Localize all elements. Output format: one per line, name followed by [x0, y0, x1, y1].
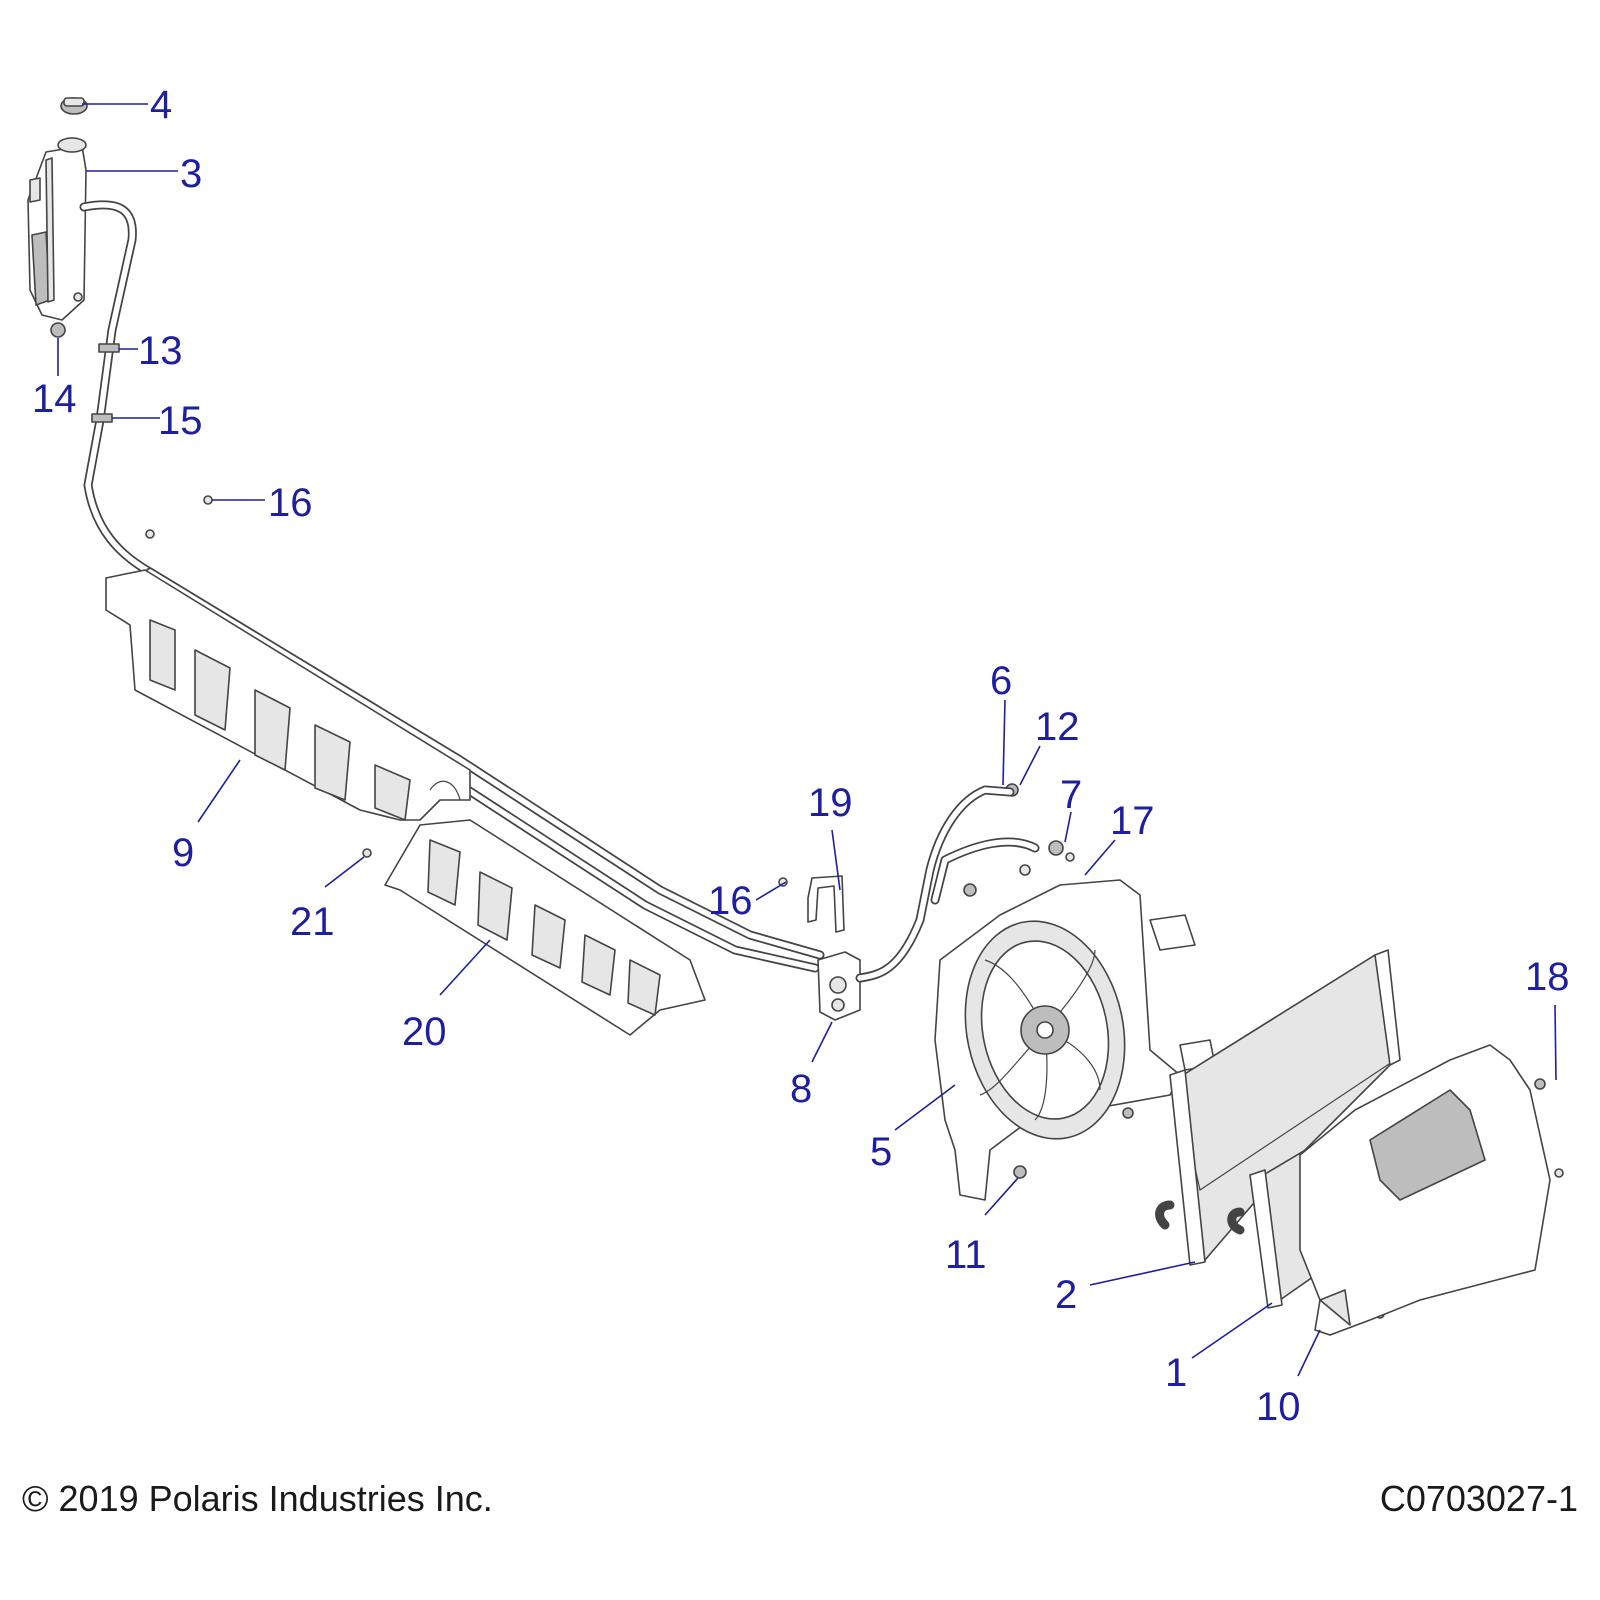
- callout-6: 6: [990, 659, 1012, 703]
- callout-10: 10: [1256, 1385, 1301, 1429]
- drawing-number: C0703027-1: [1379, 1478, 1578, 1519]
- hose-clamp-15: [91, 413, 113, 423]
- callout-5: 5: [870, 1130, 892, 1174]
- fastener-21: [362, 848, 372, 858]
- callout-13: 13: [138, 329, 183, 373]
- mounting-bracket-20: [384, 819, 706, 1036]
- callout-3: 3: [180, 152, 202, 196]
- callout-21: 21: [290, 900, 335, 944]
- radiator-2: [1155, 949, 1401, 1266]
- fan-hose-6: [855, 785, 1040, 983]
- fan-shroud-10: [1299, 1044, 1551, 1336]
- callout-12: 12: [1035, 705, 1080, 749]
- callout-16-lower: 16: [708, 879, 753, 923]
- clip-bracket-19: [807, 875, 845, 933]
- copyright-notice: © 2019 Polaris Industries Inc.: [22, 1478, 493, 1519]
- fastener-16a: [203, 495, 213, 505]
- hose-clamp-13: [98, 343, 120, 353]
- leader-lines: [57, 103, 1557, 1377]
- callout-17: 17: [1110, 799, 1155, 843]
- fan-assembly-5: [934, 879, 1216, 1201]
- callout-8: 8: [790, 1067, 812, 1111]
- callout-9: 9: [172, 831, 194, 875]
- callout-labels: 4 3 13 14 15 16 9 21 20 16 19 8 6 12 7 1…: [32, 83, 1570, 1429]
- callout-2: 2: [1055, 1273, 1077, 1317]
- overflow-hose: [79, 200, 155, 577]
- nut-7: [1048, 840, 1064, 856]
- reservoir-cap: [60, 97, 88, 115]
- mounting-bracket-9: [105, 569, 471, 821]
- fastener-16b: [778, 877, 788, 887]
- callout-7: 7: [1060, 773, 1082, 817]
- callout-19: 19: [808, 781, 853, 825]
- callout-16-upper: 16: [268, 481, 313, 525]
- callout-14: 14: [32, 377, 77, 421]
- hose-manifold-8: [817, 951, 861, 1021]
- fastener-18: [1534, 1078, 1546, 1090]
- callout-18: 18: [1525, 955, 1570, 999]
- callout-4: 4: [150, 83, 172, 127]
- callout-11: 11: [945, 1233, 987, 1277]
- coolant-reservoir: [27, 137, 87, 338]
- callout-1: 1: [1165, 1351, 1187, 1395]
- nut-11: [1013, 1165, 1027, 1179]
- callout-15: 15: [158, 399, 203, 443]
- callout-20: 20: [402, 1010, 447, 1054]
- screw-17: [1065, 852, 1075, 862]
